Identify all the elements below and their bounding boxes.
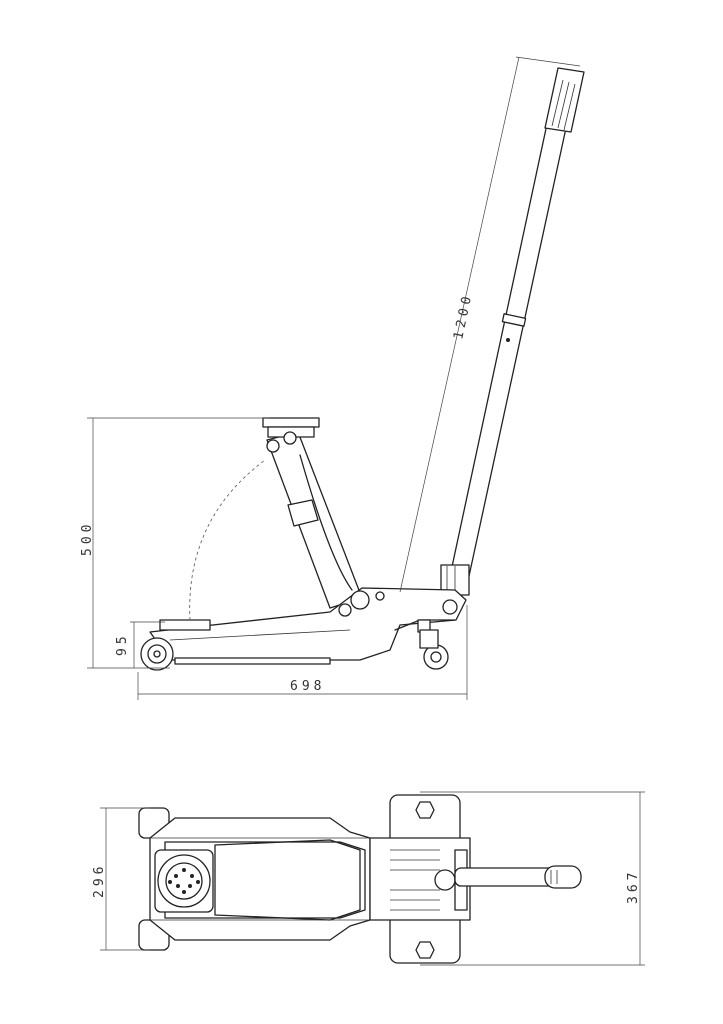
- lift-arm: [262, 417, 363, 609]
- rear-caster: [419, 629, 449, 670]
- dim-body-width: 296: [92, 863, 107, 898]
- dimension-lines-side: [87, 56, 581, 700]
- side-view: 1200 500 95 698: [80, 56, 585, 700]
- dim-lift-height: 500: [80, 521, 95, 556]
- dim-min-height: 95: [115, 632, 130, 656]
- dim-side-length: 698: [290, 679, 325, 694]
- dimension-lines-top: [100, 791, 645, 966]
- dim-handle-length: 1200: [451, 291, 476, 340]
- top-saddle: [154, 849, 214, 913]
- dim-overall-width: 367: [626, 869, 641, 904]
- chassis: [149, 587, 467, 665]
- top-view: 296 367: [92, 791, 645, 966]
- front-wheel: [140, 637, 174, 671]
- top-handle: [454, 865, 582, 889]
- lift-arc: [189, 459, 266, 621]
- top-pump-frame: [369, 794, 471, 964]
